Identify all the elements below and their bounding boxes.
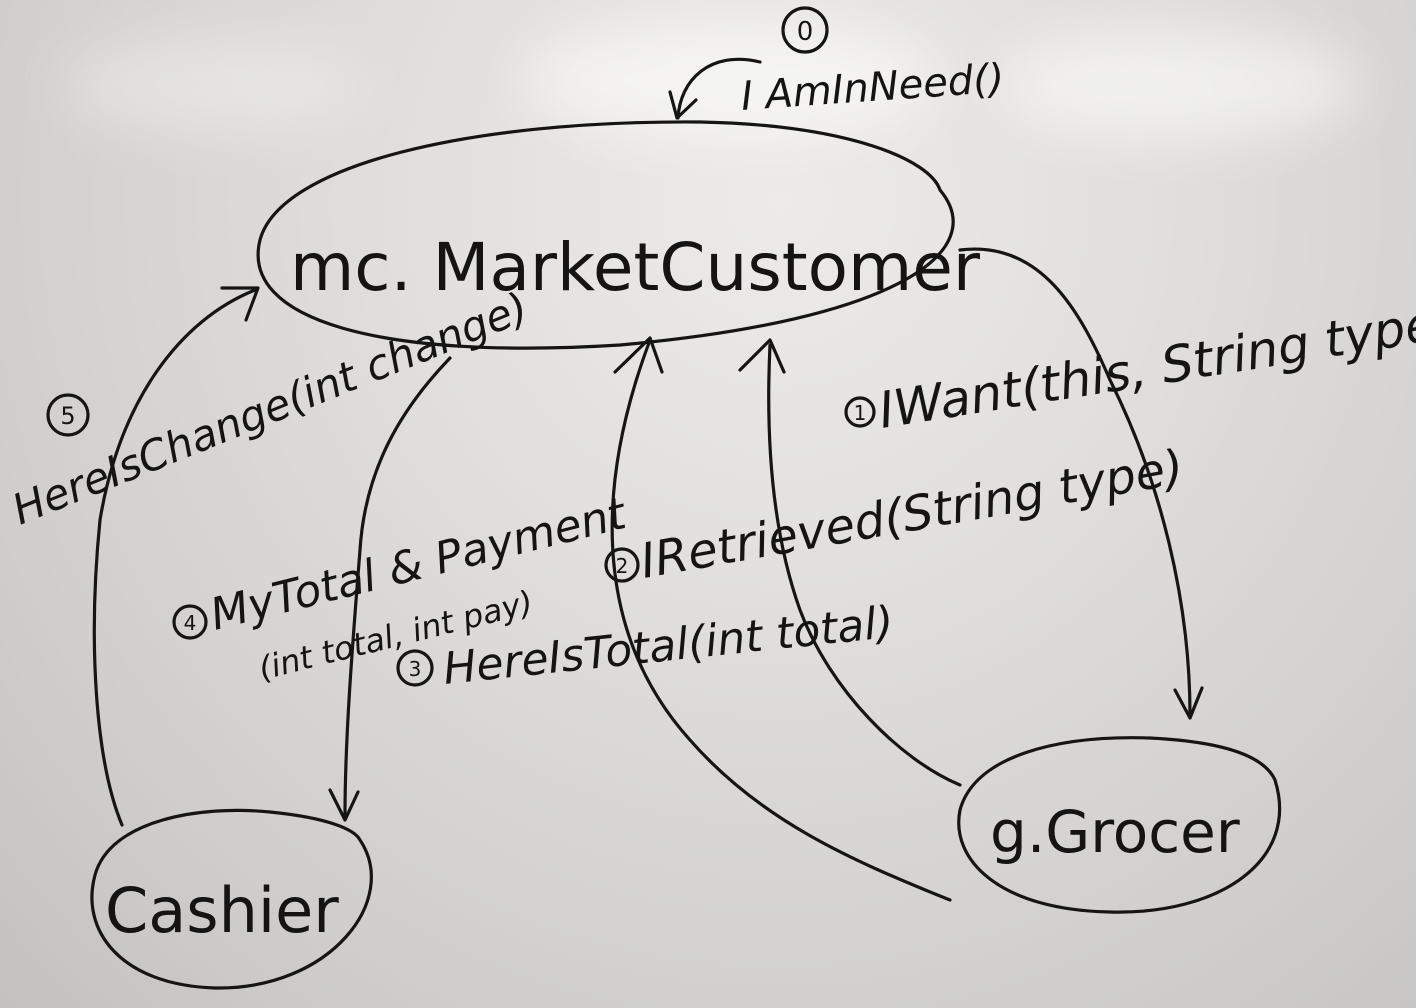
edge-2-number-circle — [604, 547, 640, 583]
edge-0-label: I AmInNeed() — [739, 56, 1005, 120]
edge-5-number-circle — [46, 393, 90, 437]
edge-4-arrowhead — [328, 788, 360, 822]
node-cashier: Cashier — [90, 808, 373, 990]
edge-1-number: 1 — [854, 401, 867, 425]
edge-5-line — [92, 288, 257, 827]
edge-3-number-circle — [396, 649, 434, 687]
edge-3-arrowhead — [738, 338, 786, 374]
market-customer-label: mc. MarketCustomer — [290, 229, 981, 306]
edge-4-line — [343, 356, 452, 817]
edge-1-line — [958, 247, 1192, 717]
edge-5-label: HereIsChange(int change) — [5, 282, 534, 534]
node-grocer: g.Grocer — [957, 736, 1282, 914]
light-glare — [1000, 30, 1360, 140]
edge-1-number-circle — [844, 396, 876, 428]
light-glare — [520, 20, 940, 140]
edge-2-label: IRetrieved(String type) — [636, 439, 1187, 590]
light-glare — [60, 40, 360, 130]
edge-5-arrowhead — [220, 286, 260, 322]
edge-2-line — [610, 338, 952, 902]
market-customer-ellipse — [256, 120, 955, 350]
node-market-customer: mc. MarketCustomer — [256, 120, 981, 350]
edge-0-arrowhead — [668, 90, 698, 120]
edge-4-number: 4 — [184, 611, 197, 635]
grocer-ellipse — [957, 736, 1282, 914]
edge-0-number-circle — [781, 6, 829, 54]
edge-3-number: 3 — [409, 657, 422, 681]
edge-0-arc — [676, 57, 762, 120]
edge-0-self-loop: 0 I AmInNeed() — [668, 6, 1006, 120]
cashier-ellipse — [90, 808, 373, 990]
edge-1-label: IWant(this, String type) — [875, 291, 1416, 439]
edge-3-line — [767, 343, 962, 787]
edge-2-arrowhead — [613, 336, 664, 374]
cashier-label: Cashier — [105, 874, 339, 947]
edge-1-arrowhead — [1173, 686, 1204, 720]
grocer-label: g.Grocer — [990, 798, 1240, 866]
edge-4-number-circle — [172, 604, 208, 640]
edge-0-number: 0 — [797, 17, 814, 47]
edge-5-number: 5 — [60, 402, 75, 430]
edge-2-number: 2 — [616, 554, 629, 578]
